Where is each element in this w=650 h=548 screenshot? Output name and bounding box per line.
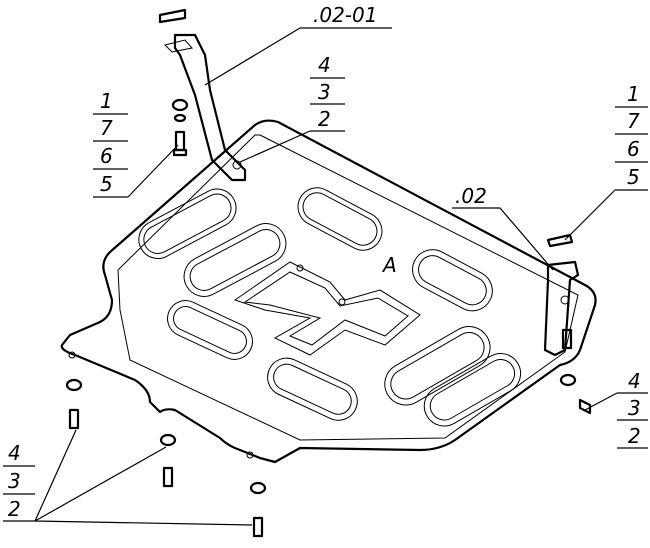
callout-number: 3 <box>628 396 641 420</box>
callout-top-center: 4 3 2 <box>239 53 345 163</box>
callout-number: 4 <box>628 369 641 393</box>
callout-top-right: 1 7 6 5 <box>564 82 648 241</box>
callout-number: 7 <box>627 109 640 133</box>
callout-number: 5 <box>100 172 113 196</box>
callout-number: 4 <box>8 441 21 465</box>
callout-number: 3 <box>318 80 331 104</box>
callout-number: 2 <box>628 424 641 448</box>
callout-number: 2 <box>8 497 21 521</box>
callout-number: 3 <box>8 469 21 493</box>
bracket-right <box>543 233 580 357</box>
callout-number: 6 <box>627 137 640 161</box>
callout-number: 7 <box>100 116 113 140</box>
callout-top-left: 1 7 6 5 <box>93 89 179 198</box>
callout-bottom-right: 4 3 2 <box>584 369 648 449</box>
callout-bracket-right: .02 <box>452 184 554 271</box>
callout-bracket-left: .02-01 <box>204 3 392 86</box>
callout-number: 1 <box>627 82 640 106</box>
callout-bottom-left: 4 3 2 <box>3 429 253 526</box>
bracket-right-label: .02 <box>455 184 487 208</box>
callout-number: 2 <box>318 107 331 131</box>
bracket-left-label: .02-01 <box>313 3 377 27</box>
callout-number: 4 <box>318 53 331 77</box>
callout-number: 1 <box>100 89 113 113</box>
skid-plate: А <box>60 119 597 464</box>
callout-number: 5 <box>627 165 640 189</box>
fasteners <box>65 98 592 538</box>
callout-number: 6 <box>100 144 113 168</box>
bracket-left <box>158 8 247 182</box>
plate-mark-label: А <box>381 253 397 277</box>
